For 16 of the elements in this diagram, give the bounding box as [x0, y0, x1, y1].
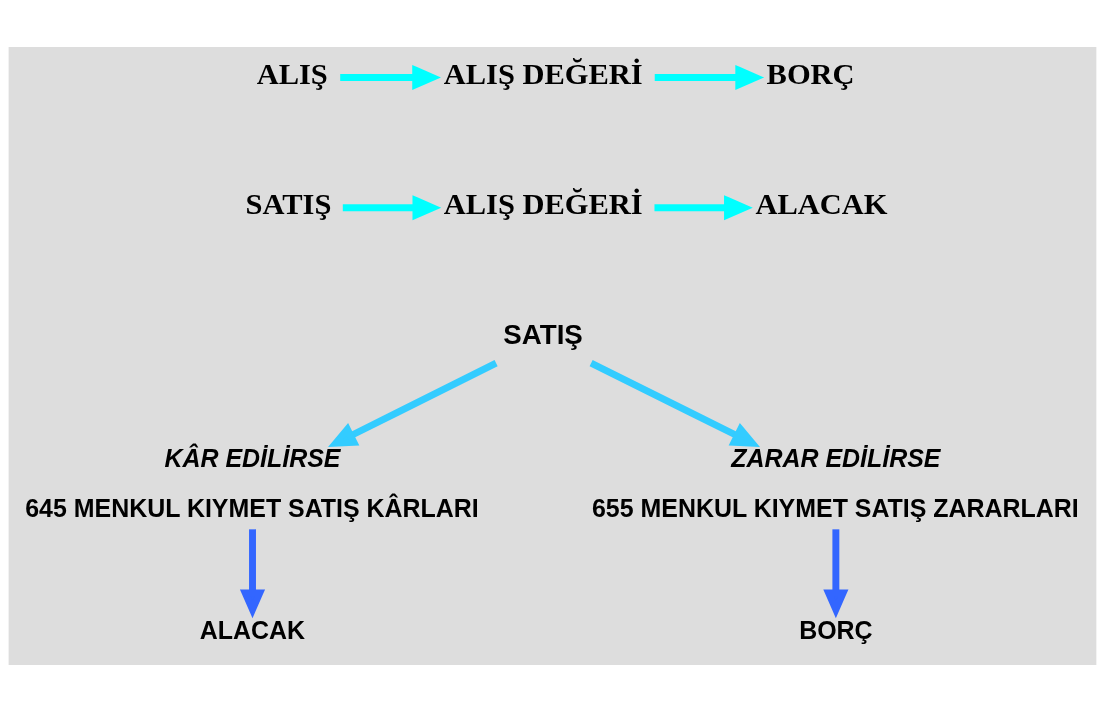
- node-text: ALIŞ: [256, 56, 328, 91]
- arrow: [589, 359, 760, 448]
- node-text: ALIŞ DEĞERİ: [443, 187, 643, 222]
- node-text: ALACAK: [199, 616, 306, 645]
- node-text: ALACAK: [755, 187, 888, 222]
- node-text: ZARAR EDİLİRSE 655 MENKUL KIYMET SATIŞ ZARARLARI: [591, 444, 1079, 523]
- arrow: [328, 359, 498, 448]
- node-text: ALIŞ DEĞERİ: [443, 56, 643, 91]
- node-text: SATIŞ: [245, 187, 332, 222]
- node-text: SATIŞ: [503, 318, 583, 350]
- arrow: [654, 195, 753, 221]
- arrow: [654, 64, 765, 91]
- node-text: KÂR EDİLİRSE 645 MENKUL KIYMET SATIŞ KÂRLARI: [25, 444, 479, 523]
- node-text: BORÇ: [766, 56, 855, 91]
- arrow: [342, 195, 442, 221]
- node-text: BORÇ: [799, 616, 873, 645]
